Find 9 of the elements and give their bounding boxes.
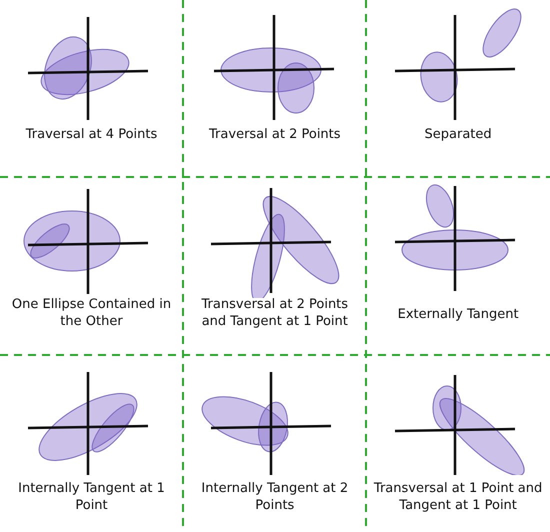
caption: Transversal at 1 Point and Tangent at 1 Point (372, 480, 544, 514)
caption: Externally Tangent (396, 306, 520, 322)
caption: Traversal at 4 Points (24, 126, 158, 143)
caption: Internally Tangent at 2 Points (200, 480, 350, 514)
caption: Separated (424, 126, 493, 143)
caption: Traversal at 2 Points (208, 126, 342, 143)
caption: Transversal at 2 Points and Tangent at 1 Point (200, 296, 350, 330)
caption: Internally Tangent at 1 Point (17, 480, 166, 514)
caption: One Ellipse Contained in the Other (10, 296, 172, 330)
